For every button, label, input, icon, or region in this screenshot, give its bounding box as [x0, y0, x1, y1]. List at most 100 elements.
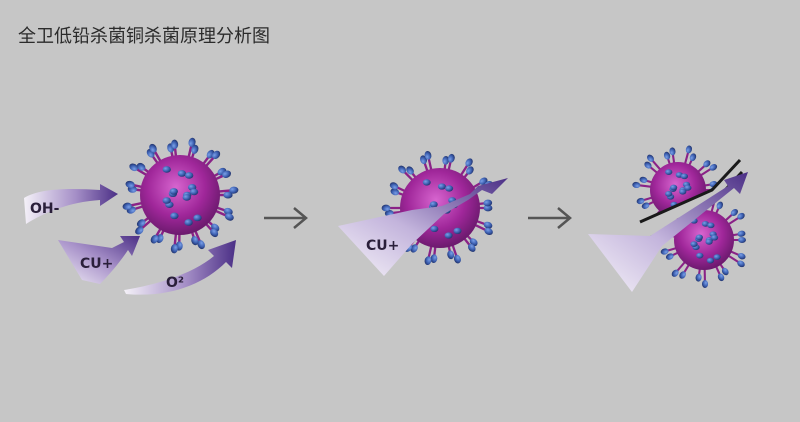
spike-tip: [210, 228, 219, 238]
spike-tip: [671, 269, 679, 277]
spike-tip: [669, 147, 676, 156]
spike-tip: [663, 151, 671, 160]
spike-tip: [188, 137, 196, 147]
spike-tip: [737, 230, 746, 237]
surface-protein: [184, 172, 194, 179]
spike-tip: [197, 240, 205, 250]
surface-protein: [706, 257, 715, 264]
spike-tip: [430, 254, 438, 264]
surface-protein: [444, 232, 453, 239]
spike-tip: [406, 166, 414, 175]
virus-intact: [122, 137, 239, 254]
oh-label: OH-: [30, 201, 60, 217]
cu-arrow-1: CU+: [58, 236, 140, 284]
surface-protein: [437, 183, 446, 190]
spike-tip: [695, 273, 702, 282]
surface-protein: [680, 173, 689, 180]
surface-protein: [695, 234, 703, 241]
surface-protein: [686, 203, 694, 209]
cu-label-2: CU+: [366, 238, 399, 254]
spike-tip: [679, 271, 686, 279]
spike-tip: [644, 161, 652, 169]
spike-tip: [150, 234, 159, 244]
surface-protein: [170, 212, 179, 220]
spike-tip: [654, 219, 661, 222]
spike-tip: [639, 176, 648, 183]
spike-tip: [135, 226, 144, 235]
spike-tip: [737, 260, 745, 268]
oh-arrow: OH-: [24, 184, 118, 224]
spike-tip: [191, 144, 199, 154]
surface-protein: [177, 170, 187, 177]
virus-body: [140, 155, 220, 235]
spike-tip: [685, 145, 693, 154]
spike-tip: [665, 253, 674, 260]
surface-protein: [189, 188, 199, 196]
surface-protein: [684, 184, 692, 191]
spike-tip: [191, 236, 199, 246]
spike-tip: [447, 250, 455, 260]
spike-tip: [647, 154, 654, 162]
splitting-arrow: [588, 172, 748, 292]
surface-protein: [182, 194, 191, 201]
surface-protein: [690, 241, 698, 247]
spike-tip: [222, 170, 232, 178]
o2-arrow: O²: [124, 240, 236, 295]
spike-tip: [709, 163, 718, 171]
spike-tip: [398, 165, 407, 174]
spike-tip: [721, 267, 729, 276]
spike-tip: [156, 234, 164, 243]
spike-tip: [424, 256, 432, 266]
surface-protein: [701, 221, 710, 227]
spike-tip: [149, 143, 157, 153]
spike-tip: [716, 201, 724, 210]
surface-protein: [193, 214, 202, 222]
spike-tip: [125, 180, 135, 188]
spike-tip: [738, 236, 746, 244]
spike-tip: [484, 227, 493, 236]
cu-label-1: CU+: [80, 256, 113, 272]
spike-tip: [447, 153, 455, 163]
surface-protein: [422, 179, 431, 186]
spike-tip: [689, 153, 697, 162]
spike-tip: [483, 199, 493, 207]
spike-tip: [410, 244, 418, 253]
page-title: 全卫低铅杀菌铜杀菌原理分析图: [18, 26, 270, 47]
surface-protein: [445, 185, 454, 192]
surface-protein: [705, 239, 713, 245]
spike-tip: [122, 202, 132, 210]
spike-tip: [466, 166, 474, 175]
spike-tip: [390, 188, 400, 196]
surface-protein: [162, 197, 171, 204]
surface-protein: [429, 201, 438, 208]
spike-tip: [453, 254, 461, 264]
spike-tip: [636, 197, 645, 205]
spike-tip: [129, 163, 139, 172]
spike-tip: [483, 221, 493, 229]
o2-label: O²: [166, 275, 184, 291]
surface-protein: [453, 227, 462, 235]
spike-tip: [223, 191, 233, 199]
surface-protein: [707, 222, 715, 229]
spike-tip: [212, 150, 221, 160]
surface-protein: [169, 188, 178, 195]
spike-tip: [737, 212, 745, 220]
spike-tip: [171, 139, 179, 149]
surface-protein: [430, 225, 439, 233]
spike-tip: [389, 182, 399, 190]
surface-protein: [670, 184, 678, 191]
surface-protein: [184, 219, 193, 226]
surface-protein: [696, 252, 704, 259]
spike-tip: [223, 207, 233, 216]
spike-tip: [136, 162, 146, 171]
process-arrow-2: [528, 207, 572, 229]
spike-tip: [381, 204, 391, 212]
spike-tip: [224, 213, 234, 221]
surface-protein: [665, 190, 673, 197]
surface-protein: [162, 166, 171, 173]
spike-tip: [467, 243, 476, 252]
spike-tip: [730, 208, 738, 216]
surface-protein: [665, 169, 673, 175]
